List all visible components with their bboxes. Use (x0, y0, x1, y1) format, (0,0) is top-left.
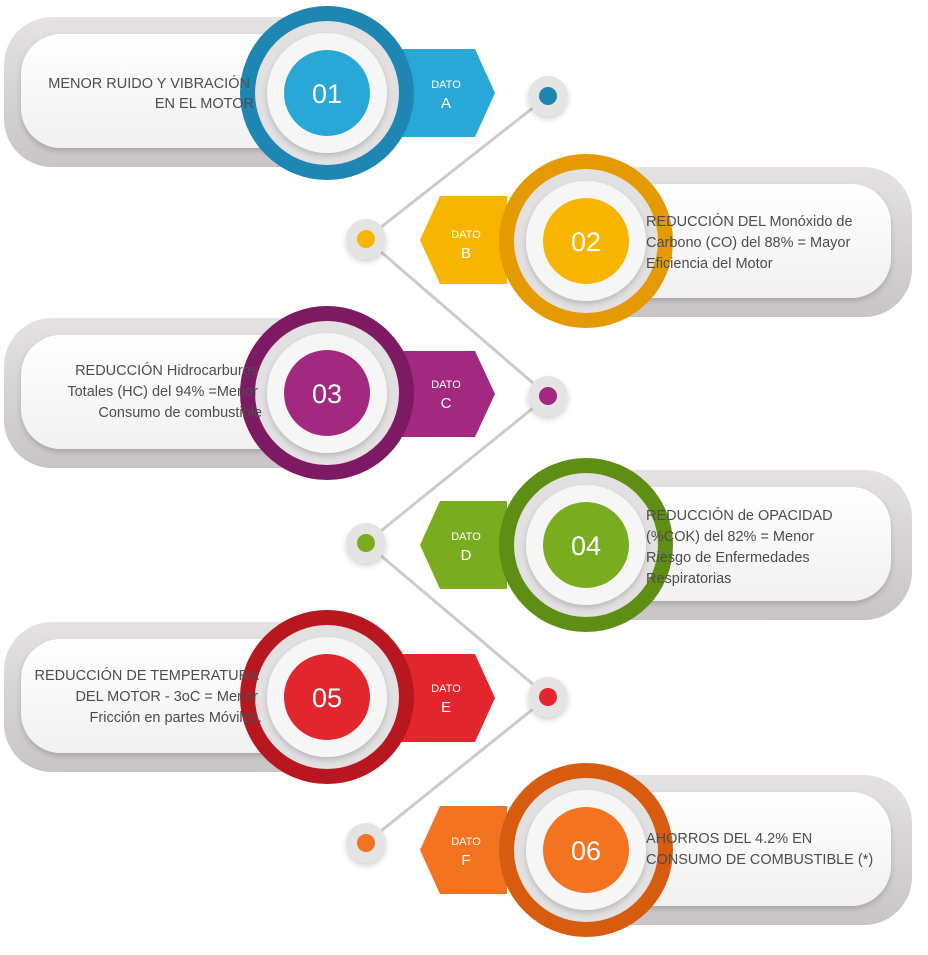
tab-letter: C (441, 395, 452, 412)
item-06: 06 DATO F AHORROS DEL 4.2% EN CONSUMO DE… (420, 763, 912, 937)
tab-label: DATO (431, 683, 461, 695)
node-a (528, 76, 568, 116)
item-number: 03 (312, 379, 342, 409)
tab-label: DATO (431, 79, 461, 91)
tab-arrow (420, 806, 507, 894)
item-01: 01 DATO A MENOR RUIDO Y VIBRACIÓN EN EL … (4, 6, 495, 180)
item-description: MENOR RUIDO Y VIBRACIÓN EN EL MOTOR (48, 75, 254, 112)
item-03: 03 DATO C REDUCCIÓN Hidrocarburos Totale… (4, 306, 495, 480)
connector-lines (363, 94, 551, 845)
number-circle (284, 654, 370, 740)
item-number: 05 (312, 683, 342, 713)
item-number: 02 (571, 227, 601, 257)
tab-label: DATO (451, 229, 481, 241)
item-number: 06 (571, 836, 601, 866)
tab-letter: E (441, 699, 451, 716)
tab-arrow (395, 351, 495, 437)
node-c (528, 376, 568, 416)
item-05: 05 DATO E REDUCCIÓN DE TEMPERATURA DEL M… (4, 610, 495, 784)
tab-letter: D (461, 547, 472, 564)
item-02: 02 DATO B REDUCCIÓN DEL Monóxido de Carb… (420, 154, 912, 328)
item-description: REDUCCIÓN de OPACIDAD (%COK) del 82% = M… (646, 507, 837, 587)
number-circle (543, 502, 629, 588)
number-circle (284, 350, 370, 436)
item-number: 01 (312, 79, 342, 109)
tab-label: DATO (451, 836, 481, 848)
tab-arrow (420, 196, 507, 284)
item-04: 04 DATO D REDUCCIÓN de OPACIDAD (%COK) d… (420, 458, 912, 632)
node-d (346, 523, 386, 563)
item-description: AHORROS DEL 4.2% EN CONSUMO DE COMBUSTIB… (646, 831, 873, 868)
node-e (528, 677, 568, 717)
tab-label: DATO (431, 379, 461, 391)
number-circle (543, 198, 629, 284)
item-number: 04 (571, 531, 601, 561)
tab-letter: A (441, 95, 451, 112)
item-description: REDUCCIÓN DEL Monóxido de Carbono (CO) d… (646, 213, 857, 272)
tab-arrow (395, 654, 495, 742)
node-f (346, 823, 386, 863)
number-circle (284, 50, 370, 136)
node-b (346, 219, 386, 259)
tab-letter: B (461, 245, 471, 262)
number-circle (543, 807, 629, 893)
item-description: REDUCCIÓN Hidrocarburos Totales (HC) del… (67, 362, 262, 421)
tab-arrow (420, 501, 507, 589)
tab-label: DATO (451, 531, 481, 543)
tab-arrow (395, 49, 495, 137)
item-description: REDUCCIÓN DE TEMPERATURA DEL MOTOR - 3oC… (35, 667, 262, 726)
tab-letter: F (461, 852, 470, 869)
connector-nodes (346, 76, 568, 863)
